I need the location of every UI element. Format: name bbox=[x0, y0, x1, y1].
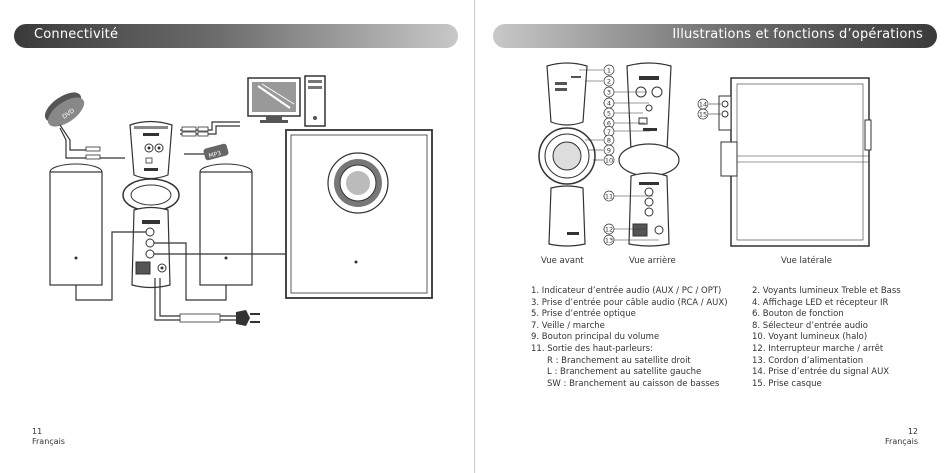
connectivity-header-bar: Connectivité bbox=[14, 24, 458, 48]
computer-icon bbox=[247, 75, 326, 127]
function-subitem: SW : Branchement au caisson de basses bbox=[547, 378, 720, 389]
subwoofer bbox=[285, 129, 433, 299]
function-item: 11. Sortie des haut-parleurs: bbox=[531, 343, 653, 354]
function-item: 14. Prise d’entrée du signal AUX bbox=[752, 367, 890, 378]
function-item: 3. Prise d’entrée pour câble audio (RCA … bbox=[531, 297, 728, 308]
callout-2: 2 bbox=[607, 78, 611, 86]
functions-list-right: 2. Voyants lumineux Treble et Bass 4. Af… bbox=[752, 286, 901, 390]
left-satellite-speaker bbox=[49, 163, 103, 286]
function-subitem: L : Branchement au satellite gauche bbox=[547, 367, 702, 378]
callout-4: 4 bbox=[607, 100, 611, 108]
right-footer: 12 Français bbox=[885, 427, 918, 447]
connectivity-title: Connectivité bbox=[34, 27, 119, 42]
callout-7: 7 bbox=[607, 128, 611, 136]
callout-13: 13 bbox=[605, 237, 613, 245]
callout-10: 10 bbox=[605, 157, 613, 165]
function-item: 10. Voyant lumineux (halo) bbox=[752, 332, 868, 343]
mp3-label: MP3 bbox=[208, 150, 222, 160]
function-item: 2. Voyants lumineux Treble et Bass bbox=[752, 286, 901, 296]
callout-5: 5 bbox=[607, 110, 611, 118]
product-views-diagram: 1 2 3 4 5 6 7 8 9 10 11 12 13 1 bbox=[538, 62, 872, 247]
illustrations-header-bar: Illustrations et fonctions d’opérations bbox=[493, 24, 937, 48]
callout-3: 3 bbox=[607, 89, 611, 97]
right-page-number: 12 bbox=[907, 427, 918, 436]
functions-list-left: 1. Indicateur d’entrée audio (AUX / PC /… bbox=[531, 286, 728, 390]
function-item: 13. Cordon d’alimentation bbox=[752, 355, 864, 366]
callout-8: 8 bbox=[607, 137, 611, 145]
callout-6: 6 bbox=[607, 120, 611, 128]
function-item: 9. Bouton principal du volume bbox=[531, 332, 660, 343]
right-page: Illustrations et fonctions d’opérations bbox=[475, 0, 950, 473]
side-view-drawing bbox=[718, 77, 872, 247]
callout-11: 11 bbox=[605, 193, 613, 201]
callout-numbers: 1 2 3 4 5 6 7 8 9 10 11 12 13 1 bbox=[603, 64, 709, 246]
dvd-disc-icon: DVD bbox=[44, 92, 85, 127]
rear-view-drawing bbox=[618, 62, 680, 247]
left-page: Connectivité DVD bbox=[14, 24, 458, 447]
front-view-caption: Vue avant bbox=[541, 256, 584, 266]
function-item: 7. Veille / marche bbox=[531, 320, 605, 331]
function-item: 5. Prise d’entrée optique bbox=[531, 309, 636, 320]
mp3-player-icon: MP3 bbox=[203, 143, 229, 161]
callout-1: 1 bbox=[607, 67, 611, 75]
page-fold bbox=[474, 0, 475, 473]
connectivity-diagram: DVD MP3 bbox=[44, 75, 433, 326]
control-tower bbox=[122, 120, 180, 289]
function-item: 15. Prise casque bbox=[752, 378, 822, 389]
function-item: 8. Sélecteur d’entrée audio bbox=[752, 320, 868, 331]
front-view-drawing bbox=[538, 62, 596, 247]
left-page-number: 11 bbox=[32, 427, 43, 436]
callout-14: 14 bbox=[699, 101, 707, 109]
power-plug-icon bbox=[236, 310, 260, 326]
left-footer: 11 Français bbox=[32, 427, 65, 447]
callout-9: 9 bbox=[607, 147, 611, 155]
callout-12: 12 bbox=[605, 226, 613, 234]
illustrations-title: Illustrations et fonctions d’opérations bbox=[672, 27, 923, 42]
function-item: 1. Indicateur d’entrée audio (AUX / PC /… bbox=[531, 286, 722, 296]
left-language: Français bbox=[32, 437, 65, 446]
function-item: 6. Bouton de fonction bbox=[752, 309, 844, 320]
right-language: Français bbox=[885, 437, 918, 446]
side-view-caption: Vue latérale bbox=[781, 256, 832, 266]
function-item: 4. Affichage LED et récepteur IR bbox=[752, 297, 889, 308]
function-subitem: R : Branchement au satellite droit bbox=[547, 355, 691, 366]
rear-view-caption: Vue arrière bbox=[629, 256, 676, 266]
callout-15: 15 bbox=[699, 111, 707, 119]
function-item: 12. Interrupteur marche / arrêt bbox=[752, 343, 884, 354]
right-satellite-speaker bbox=[199, 163, 253, 286]
